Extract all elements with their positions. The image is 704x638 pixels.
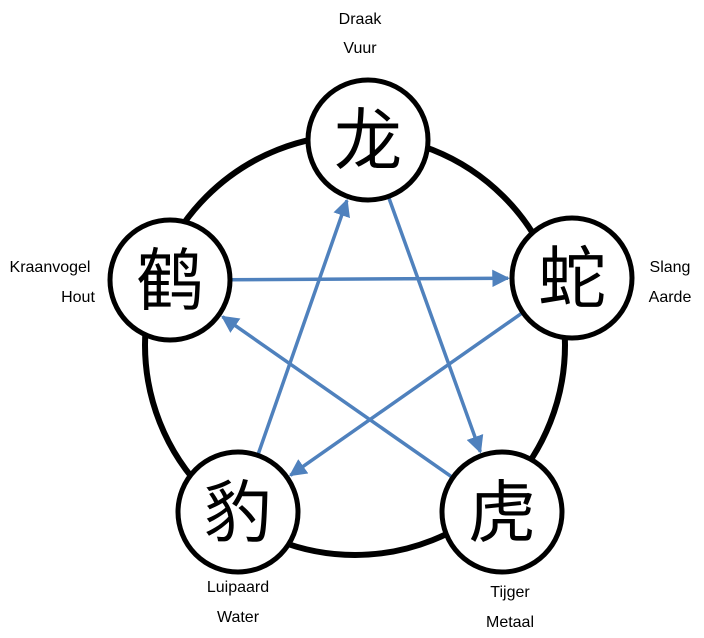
node-leopard-circle [175, 449, 301, 575]
arrow-crane-to-snake [227, 269, 510, 288]
node-crane-circle [107, 217, 233, 343]
node-leopard-element-label: Water [217, 609, 260, 626]
node-dragon-animal-label: Draak [339, 11, 383, 28]
arrow-leopard-to-dragon [255, 198, 350, 458]
node-dragon-circle [305, 77, 431, 203]
node-tiger: 虎 Tijger Metaal [439, 449, 565, 631]
node-crane: 鹤 Kraanvogel Hout [10, 217, 233, 343]
node-snake: 蛇 Slang Aarde [509, 215, 692, 341]
node-dragon-glyph: 龙 [334, 103, 402, 182]
node-crane-element-label: Hout [61, 289, 95, 306]
node-leopard: 豹 Luipaard Water [175, 449, 301, 626]
node-tiger-circle [439, 449, 565, 575]
node-leopard-animal-label: Luipaard [207, 579, 269, 596]
node-tiger-glyph: 虎 [468, 475, 536, 554]
node-dragon-element-label: Vuur [343, 40, 377, 57]
node-crane-glyph: 鹤 [136, 243, 204, 322]
node-snake-element-label: Aarde [649, 289, 692, 306]
node-dragon: 龙 Draak Vuur [305, 11, 431, 203]
arrows-layer [221, 194, 526, 481]
arrow-snake-to-leopard [288, 309, 526, 477]
arrow-tiger-to-crane [221, 315, 456, 481]
node-snake-animal-label: Slang [650, 259, 691, 276]
node-leopard-glyph: 豹 [204, 475, 272, 554]
node-snake-circle [509, 215, 635, 341]
node-snake-glyph: 蛇 [538, 241, 606, 320]
arrow-dragon-to-tiger [386, 194, 484, 454]
node-crane-animal-label: Kraanvogel [10, 259, 91, 276]
node-tiger-animal-label: Tijger [490, 584, 530, 601]
node-tiger-element-label: Metaal [486, 614, 534, 631]
